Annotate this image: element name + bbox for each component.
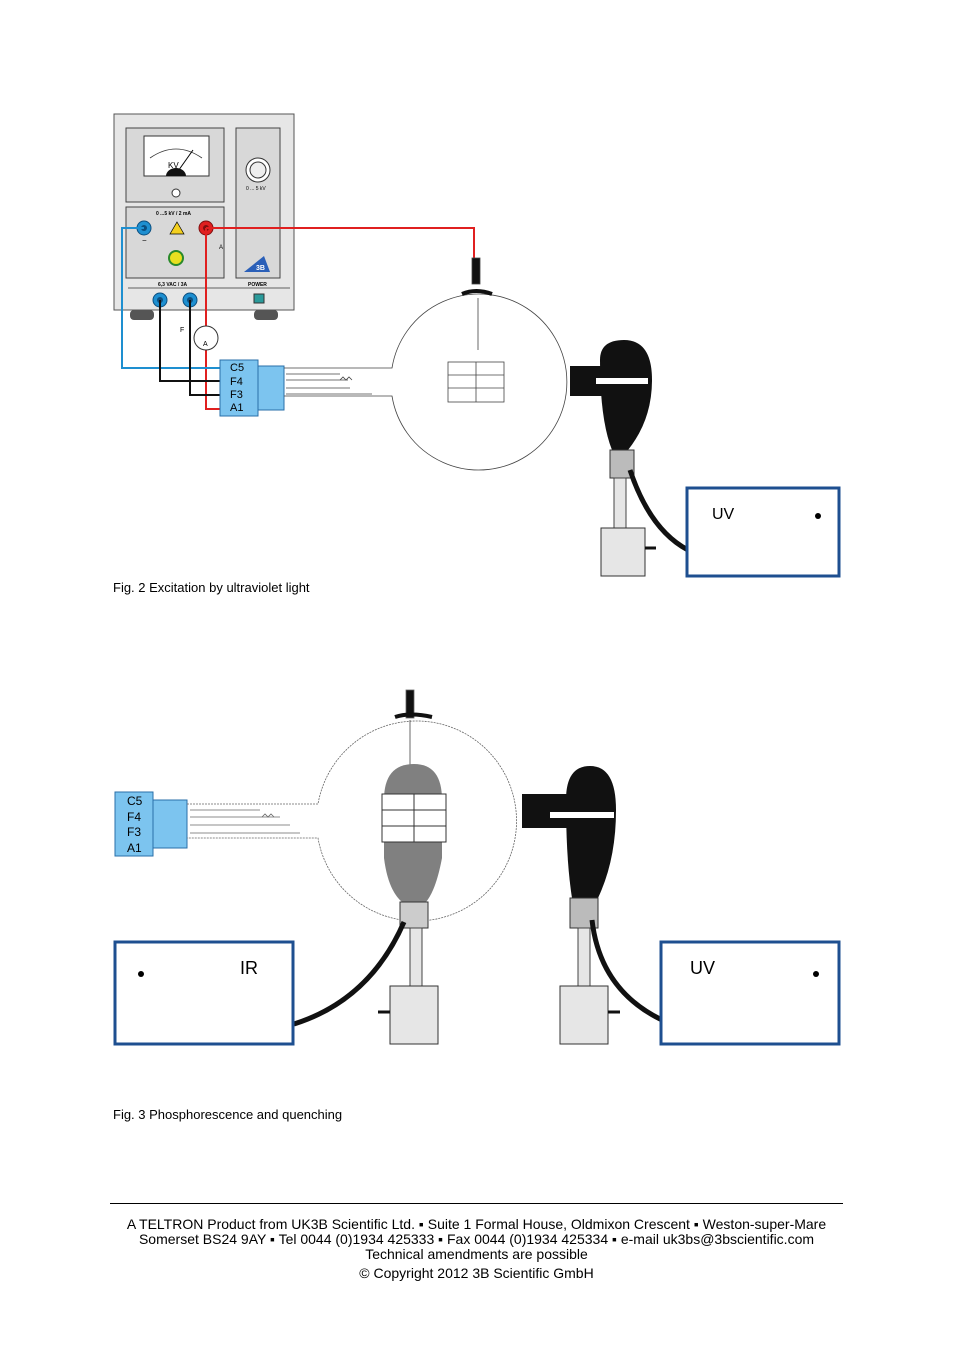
svg-text:C5: C5 [127,794,143,808]
svg-text:IR: IR [240,958,258,978]
svg-text:3B: 3B [256,265,265,272]
minus-sign: − [142,236,147,245]
power-label: POWER [248,282,267,288]
svg-text:F3: F3 [230,389,243,401]
knob-range-label: 0 ... 5 kV [246,186,266,192]
footer-line-4: © Copyright 2012 3B Scientific GmbH [359,1265,594,1281]
hv-output-label: 0 ...5 kV / 2 mA [156,211,191,217]
hv-power-supply: KV 0 ... 5 kV 3B 0 ...5 kV / 2 mA − A 6,… [113,113,295,320]
uv-lamp [570,340,690,577]
wiring [121,227,475,410]
footer-line-3: Technical amendments are possible [365,1246,588,1262]
svg-text:UV: UV [712,506,735,523]
uv-lamp-controller-fig3: UV [659,940,841,1046]
ir-lamp [293,764,447,1045]
heater-output-label: 6,3 VAC / 3A [158,282,187,288]
svg-text:A1: A1 [127,841,142,855]
fig3-caption: Fig. 3 Phosphorescence and quenching [113,1107,343,1122]
footer-divider [110,1203,843,1204]
svg-text:F4: F4 [127,810,141,824]
fluorescent-tube [284,257,568,471]
ammeter-label: A [203,341,208,348]
uv-lamp-controller: UV [685,486,841,578]
fig2-caption: Fig. 2 Excitation by ultraviolet light [113,580,310,595]
svg-text:C5: C5 [230,362,244,374]
ammeter: A F [180,325,219,351]
svg-text:UV: UV [690,958,715,978]
uv-lamp-fig3 [522,766,664,1045]
3b-logo: 3B [244,256,270,272]
f-label: F [180,327,184,334]
fluorescent-tube-fig3 [187,689,517,922]
footer-line-1: A TELTRON Product from UK3B Scientific L… [126,1216,827,1232]
tube-connector: C5 F4 F3 A1 [219,359,285,417]
figure-2-diagram: KV 0 ... 5 kV 3B 0 ...5 kV / 2 mA − A 6,… [113,113,841,578]
footer-line-2: Somerset BS24 9AY ▪ Tel 0044 (0)1934 425… [138,1231,815,1247]
meter-unit-label: KV [168,161,179,170]
figure-3-diagram: C5 F4 F3 A1 IR [113,689,841,1046]
ir-lamp-controller: IR [113,940,295,1046]
tube-connector-fig3: C5 F4 F3 A1 [114,791,188,857]
svg-text:F3: F3 [127,825,141,839]
plus-a-label: A [219,245,223,251]
svg-text:F4: F4 [230,376,243,388]
svg-text:A1: A1 [230,402,243,414]
power-switch [253,293,265,304]
